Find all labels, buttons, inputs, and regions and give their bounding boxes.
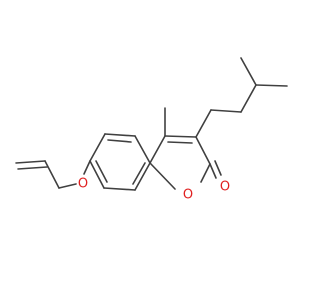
bond-allyl-2b (17, 166, 48, 170)
bond-chain-2 (210, 109, 242, 113)
bond-benz-6 (134, 135, 151, 164)
bond-c4a-c4 (149, 135, 166, 164)
bond-chain-3 (240, 84, 257, 113)
bond-chain-5 (240, 57, 257, 86)
bond-benz-3-inner (95, 160, 108, 183)
bond-benz-4 (103, 187, 136, 191)
bond-benz-3 (89, 160, 105, 189)
bond-o1-c8a (149, 162, 176, 190)
bond-c3-c2 (195, 136, 211, 165)
ring-oxygen-label: O (183, 188, 193, 203)
bond-benz-1-inner (107, 139, 132, 143)
bond-c2-o1 (200, 163, 211, 183)
bond-allyl-2a (15, 160, 46, 164)
bond-allyl-1 (44, 160, 60, 189)
bond-ether-ch2 (58, 183, 77, 189)
bond-benz-1 (104, 133, 136, 137)
carbonyl-oxygen-label: O (220, 180, 230, 195)
bond-carbonyl-a (209, 163, 217, 179)
bond-group (15, 57, 288, 191)
bond-chain-4 (255, 84, 288, 87)
bond-c4-c3 (164, 135, 197, 138)
bond-benz-2 (89, 133, 106, 162)
bond-c4-c3-inner (167, 141, 193, 144)
bond-benz-5-inner (132, 162, 146, 185)
molecule-structure-diagram: O O O (15, 57, 288, 203)
bond-carbonyl-b (214, 160, 222, 176)
bond-ether-c7 (83, 160, 91, 175)
bond-benz-5 (134, 162, 151, 191)
ether-oxygen-label: O (78, 177, 88, 192)
bond-chain-1 (195, 109, 212, 138)
